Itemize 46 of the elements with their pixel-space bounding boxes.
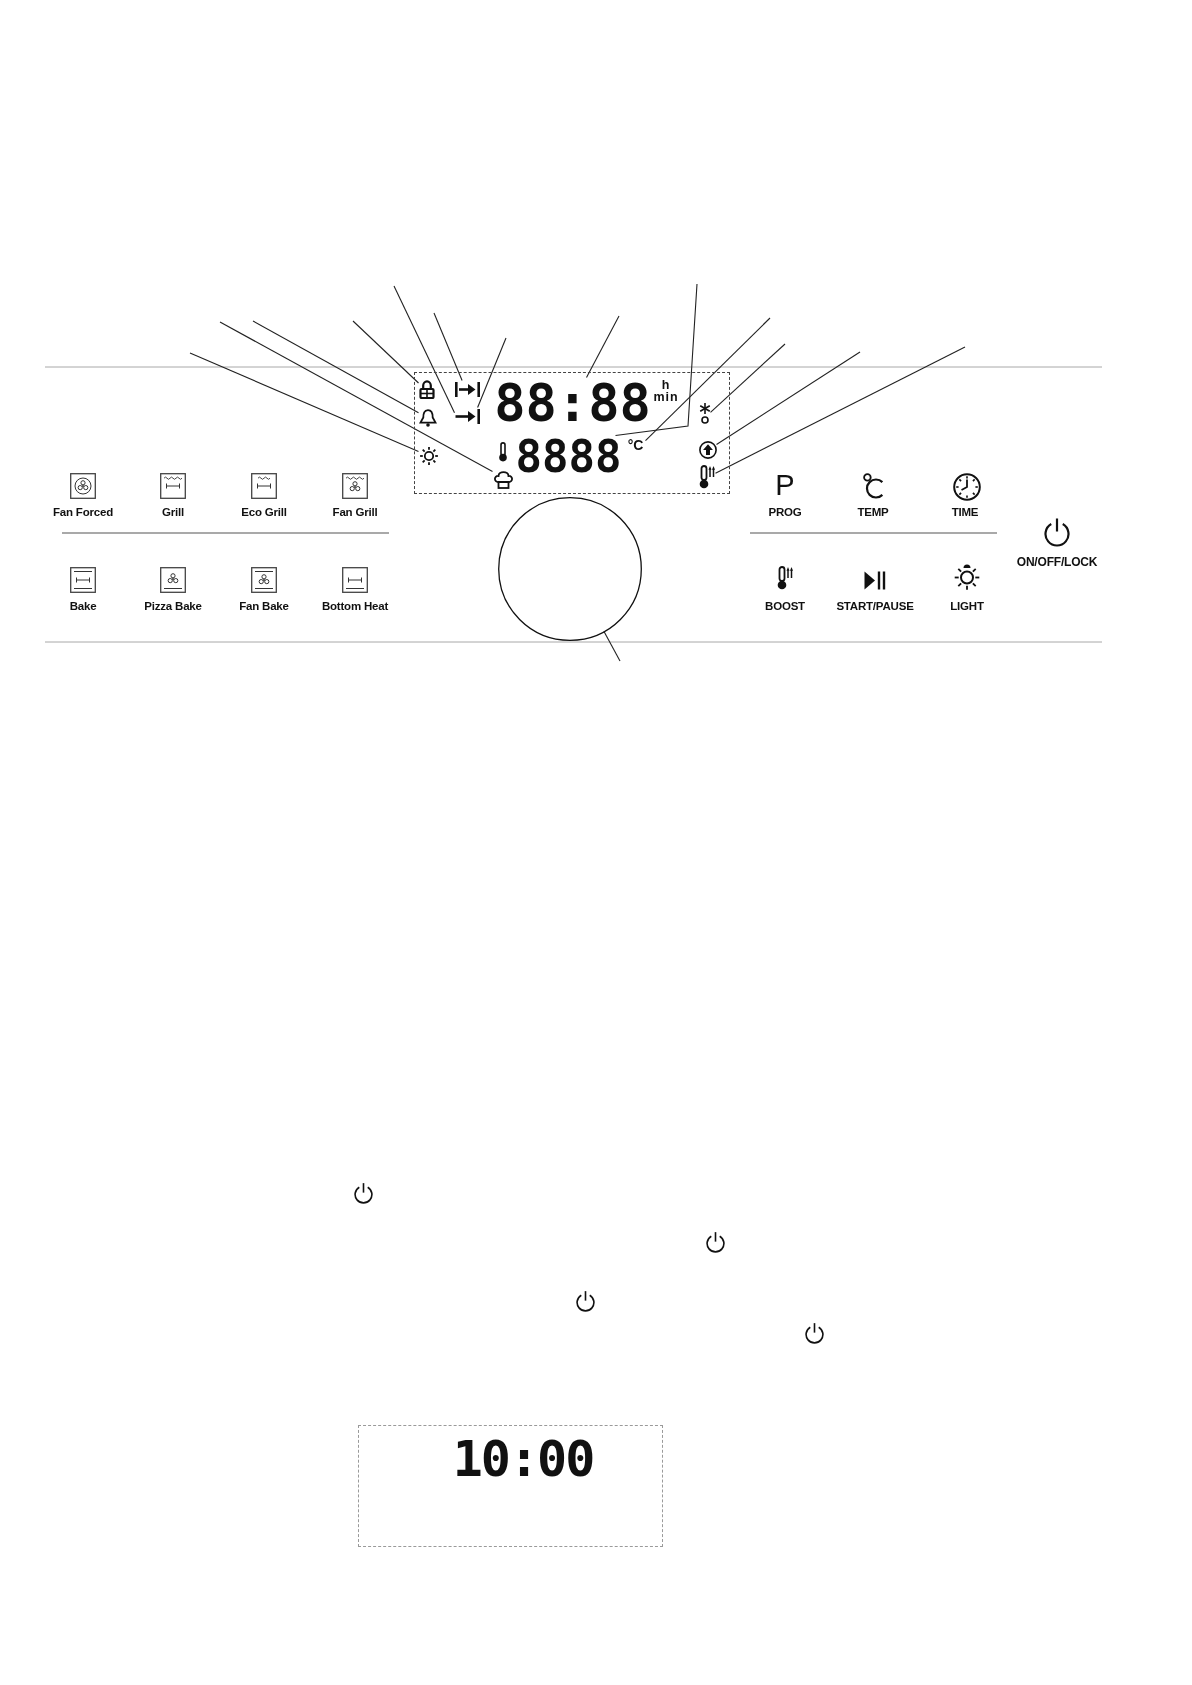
control-knob: [498, 497, 642, 641]
end-time-icon: [454, 407, 480, 425]
digit-readout: 8888: [515, 435, 622, 478]
key-label: ON/OFF/LOCK: [1016, 555, 1098, 569]
leader-line: [644, 317, 771, 442]
duration-icon: [454, 380, 480, 398]
leader-line: [714, 346, 966, 474]
leader-line: [477, 337, 507, 409]
key-label: LIGHT: [950, 599, 984, 613]
leader-line: [585, 315, 620, 379]
mode-label: Grill: [162, 505, 184, 519]
mode-label: Bake: [69, 599, 97, 613]
leader-line: [393, 285, 456, 414]
unit-symbol: °C: [625, 435, 646, 454]
leader-line: [433, 312, 463, 382]
mode-label: Fan Grill: [332, 505, 378, 519]
snowflake-icon: [698, 401, 711, 424]
unit-label: h min: [653, 379, 679, 403]
lock-icon: [418, 379, 435, 399]
leader-line: [352, 320, 420, 384]
mode-label: Fan Forced: [53, 505, 113, 519]
bell-icon: [418, 408, 437, 427]
leader-line: [219, 321, 494, 473]
leader-line: [715, 351, 861, 446]
light-icon: [418, 445, 439, 466]
lcd-display: [414, 372, 730, 494]
chef-hat-icon: [492, 469, 514, 489]
lcd-display: [358, 1425, 663, 1547]
key-symbol: P: [775, 470, 795, 500]
leader-line: [709, 343, 786, 413]
key-label: BOOST: [765, 599, 805, 613]
leader-line: [614, 283, 698, 437]
mode-label: Bottom Heat: [321, 599, 389, 613]
key-label: START/PAUSE: [836, 599, 914, 613]
digit-readout: 88:88: [493, 377, 652, 428]
thermometer-arrows-icon: [698, 464, 716, 489]
leader-line: [189, 352, 420, 453]
leader-line: [603, 631, 621, 662]
mode-label: Pizza Bake: [144, 599, 202, 613]
key-label: TEMP: [857, 505, 889, 519]
key-label: TIME: [951, 505, 979, 519]
mode-label: Eco Grill: [241, 505, 287, 519]
time-readout: 10:00: [452, 1434, 594, 1484]
key-label: PROG: [768, 505, 802, 519]
leader-line: [252, 320, 420, 414]
mode-label: Fan Bake: [239, 599, 289, 613]
